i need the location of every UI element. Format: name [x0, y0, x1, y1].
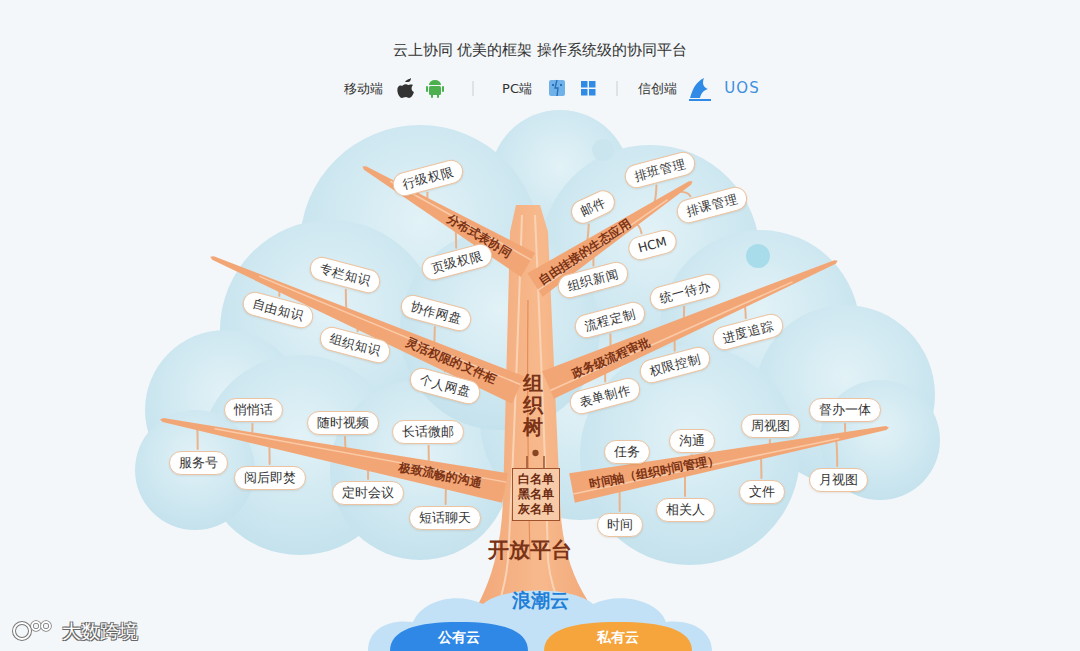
feature-pill: 服务号 [169, 451, 228, 475]
node-text: HCM [636, 234, 668, 256]
feature-pill: 定时会议 [332, 481, 404, 505]
private-cloud: 私有云 [544, 622, 692, 651]
node-text: 服务号 [179, 455, 218, 470]
public-cloud: 公有云 [390, 622, 528, 651]
text-label: 移动端 [344, 81, 383, 97]
sign-hanger [527, 451, 544, 469]
node-text: 浪潮云 [368, 584, 712, 611]
node-text: 白名单 黑名单 灰名单 [518, 472, 554, 516]
platform-icons [397, 78, 711, 101]
node-text: 悄悄话 [234, 402, 273, 417]
list-sign: 白名单 黑名单 灰名单 [512, 468, 560, 521]
node-text: 月视图 [819, 472, 858, 487]
feature-pill: 随时视频 [307, 411, 379, 435]
feature-pill: 阅后即焚 [234, 466, 306, 490]
feature-pill: 长话微邮 [392, 420, 464, 444]
crown-dot [592, 139, 614, 161]
branch [210, 256, 524, 404]
node-text: 邮件 [578, 194, 608, 219]
feature-pill: 相关人 [656, 498, 715, 522]
title: 云上协同 优美的框架 操作系统级的协同平台 [393, 41, 688, 59]
feature-pill: 月视图 [809, 468, 868, 492]
watermark-icon [14, 622, 50, 639]
text-label: 组织树 [523, 372, 543, 438]
cloud-platform: 浪潮云公有云私有云 [368, 584, 712, 651]
node-text: 公有云 [390, 622, 528, 645]
branch [527, 181, 692, 296]
node-text: 阅后即焚 [244, 470, 296, 485]
dome-fill [390, 622, 528, 651]
node-text: 短话聊天 [419, 510, 471, 525]
feature-pill: 短话聊天 [409, 506, 481, 530]
feature-pill: 悄悄话 [224, 398, 283, 422]
tree-branches [160, 166, 889, 502]
node-text: 任务 [614, 444, 640, 459]
node-text: 长话微邮 [402, 424, 454, 439]
node-text: 沟通 [679, 433, 705, 448]
branch [542, 260, 838, 399]
text-label: 开放平台 [488, 538, 572, 563]
node-text: 周视图 [751, 418, 790, 433]
node-text: 私有云 [544, 622, 692, 645]
text-label: 信创端 [638, 81, 677, 97]
node-text: 随时视频 [317, 415, 369, 430]
node-text: 相关人 [666, 502, 705, 517]
watermark: 大数跨境 [62, 620, 138, 643]
feature-pill: 任务 [604, 440, 650, 464]
node-text: 定时会议 [342, 485, 394, 500]
feature-pill: 沟通 [669, 429, 715, 453]
feature-pill: 周视图 [741, 414, 800, 438]
text-label: PC端 [502, 81, 532, 97]
feature-pill: 文件 [739, 480, 785, 504]
branch [569, 426, 889, 503]
text-label: UOS [724, 79, 759, 97]
node-text: 文件 [749, 484, 775, 499]
node-text: 时间 [607, 517, 633, 532]
feature-pill: 督办一体 [809, 398, 881, 422]
dome-fill [544, 622, 692, 651]
crown-dot [746, 244, 770, 268]
feature-pill: 时间 [597, 513, 643, 537]
node-text: 督办一体 [819, 402, 871, 417]
leader-line [836, 438, 838, 466]
